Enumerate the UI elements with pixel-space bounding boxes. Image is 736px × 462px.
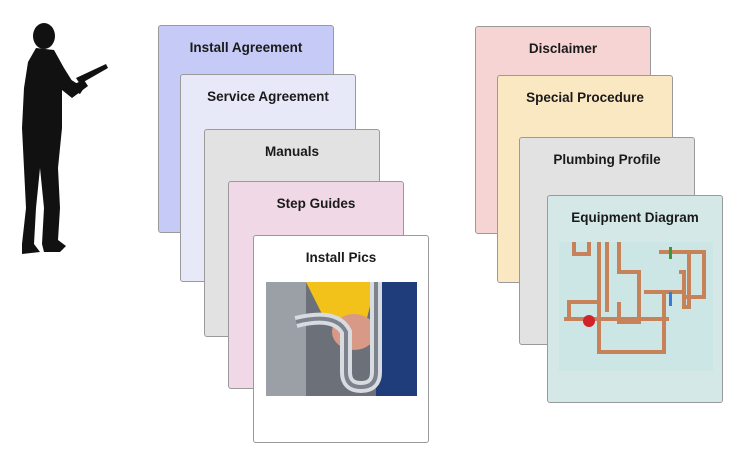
card-title: Equipment Diagram [571, 210, 699, 225]
card-title: Install Pics [305, 250, 377, 265]
technician-silhouette-icon [22, 23, 108, 254]
valve-icon [583, 315, 595, 327]
card-title: Step Guides [276, 196, 356, 211]
card-install-pics[interactable]: Install Pics [253, 235, 429, 443]
card-title: Special Procedure [526, 90, 644, 105]
install-photo [266, 282, 417, 396]
card-title: Service Agreement [207, 89, 329, 104]
card-title: Plumbing Profile [553, 152, 661, 167]
card-title: Disclaimer [528, 41, 598, 56]
equipment-diagram-image [559, 242, 713, 371]
card-title: Install Agreement [189, 40, 303, 55]
card-title: Manuals [264, 144, 319, 159]
card-equipment-diagram[interactable]: Equipment Diagram [547, 195, 723, 403]
